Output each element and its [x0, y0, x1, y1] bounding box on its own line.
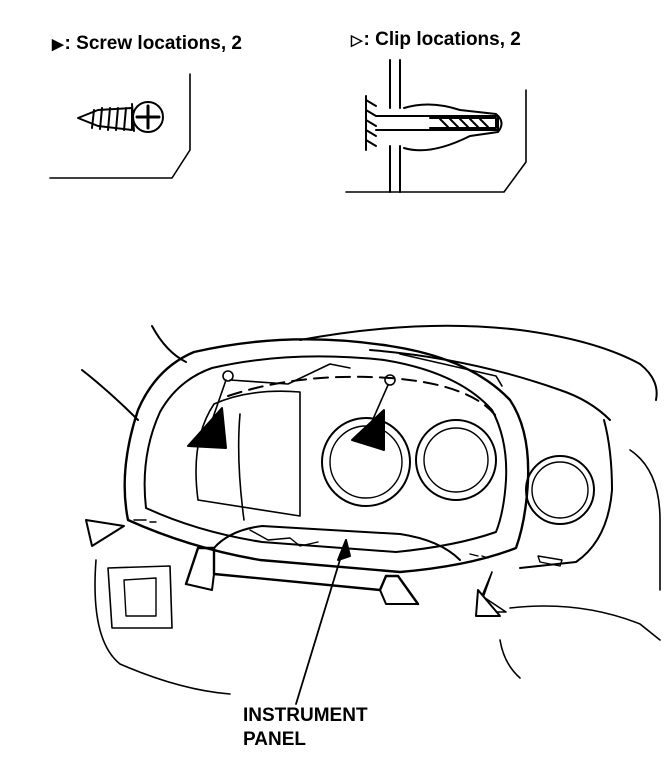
dash-top-edge [299, 324, 641, 365]
screw-legend-symbol: ▶ [52, 36, 64, 53]
instrument-panel-label-line2: PANEL [243, 729, 306, 750]
clip-marker-icon [475, 589, 501, 617]
dashboard-illustration [81, 324, 661, 705]
speedometer-gauge [321, 417, 411, 507]
right-gauge [525, 455, 595, 525]
left-vent [107, 565, 173, 629]
dash-inner-edge [369, 349, 611, 421]
screw-legend-text: : Screw locations, 2 [64, 33, 242, 54]
clip-legend: ▷: Clip locations, 2 [351, 30, 521, 49]
instrument-panel-bezel [123, 338, 530, 574]
clip-legend-text: : Clip locations, 2 [363, 29, 521, 50]
clip-marker-icon [85, 519, 125, 547]
screw-icon [77, 101, 164, 133]
screw-legend: ▶: Screw locations, 2 [52, 34, 242, 53]
dash-contour-left [151, 325, 187, 363]
screw-marker-icon [351, 374, 396, 451]
instrument-panel-label: INSTRUMENT PANEL [243, 704, 368, 752]
screw-marker-icon [187, 370, 234, 449]
callout-leader [295, 539, 347, 705]
clip-detail-inset [345, 59, 527, 193]
screw-detail-inset [49, 73, 191, 179]
dash-contour-far-left [81, 369, 139, 421]
clip-icon [365, 59, 503, 193]
clip-legend-symbol: ▷ [351, 32, 363, 49]
tachometer-gauge [415, 419, 497, 501]
lower-cover [184, 546, 420, 606]
lower-dash-edge [94, 559, 231, 695]
instrument-panel-label-line1: INSTRUMENT [243, 705, 368, 726]
